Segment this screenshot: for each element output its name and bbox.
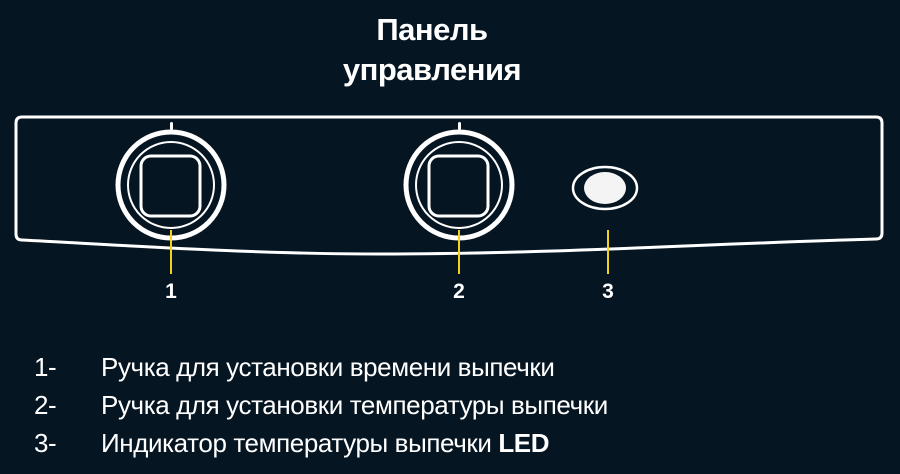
legend-number: 3- (34, 428, 57, 458)
legend-text: Ручка для установки времени выпечки (101, 352, 555, 382)
knob-2-grip (427, 154, 490, 218)
knob-2-marker (458, 122, 461, 130)
panel-outline (14, 115, 884, 256)
legend-item: 3- Индикатор температуры выпечки LED (34, 428, 608, 466)
legend-bold-suffix: LED (498, 428, 550, 458)
legend: 1- Ручка для установки времени выпечки 2… (34, 352, 608, 466)
legend-text: Индикатор температуры выпечки (101, 428, 499, 458)
legend-number: 2- (34, 390, 57, 420)
page-title: Панель управления (0, 10, 864, 90)
temperature-knob[interactable] (403, 122, 515, 241)
legend-item: 2- Ручка для установки температуры выпеч… (34, 390, 608, 428)
legend-number: 1- (34, 352, 57, 382)
knob-1-marker (170, 122, 173, 130)
led-indicator (571, 165, 639, 211)
callout-number-2: 2 (453, 280, 465, 303)
legend-item: 1- Ручка для установки времени выпечки (34, 352, 608, 390)
time-knob[interactable] (115, 122, 227, 241)
title-line-2: управления (342, 52, 522, 87)
callout-number-3: 3 (602, 280, 614, 303)
legend-text: Ручка для установки температуры выпечки (101, 390, 608, 420)
title-line-1: Панель (376, 12, 488, 47)
knob-1-grip (139, 154, 202, 218)
callout-number-1: 1 (165, 280, 177, 303)
